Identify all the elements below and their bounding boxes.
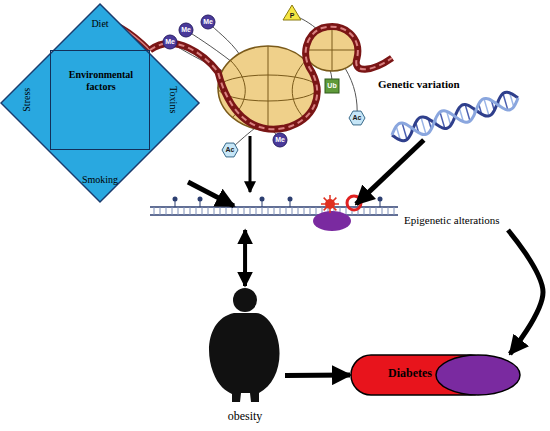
figure-body xyxy=(209,313,280,402)
node-text: Toxins xyxy=(167,75,179,125)
strand-rung xyxy=(316,207,317,215)
strand-rung xyxy=(268,207,269,215)
node-text: Epigenetic alterations xyxy=(404,214,523,227)
methyl-dot xyxy=(260,197,265,202)
histone-mark-label: P xyxy=(280,12,304,20)
dna-strand xyxy=(150,195,398,231)
node-text: Diabetes xyxy=(360,367,460,381)
strand-rung xyxy=(172,207,173,215)
node-outline-shape xyxy=(1,4,199,202)
helix-rung xyxy=(484,99,489,116)
histone-mark-label: Ub xyxy=(320,82,344,90)
strand-rung xyxy=(184,207,185,215)
obesity-node: obesity xyxy=(205,286,285,426)
node-outline-shape xyxy=(436,355,520,395)
methyl-dot xyxy=(378,197,383,202)
helix-strand xyxy=(392,92,518,141)
diabetes-capsule: Diabetes xyxy=(350,354,522,396)
strand-rung xyxy=(304,207,305,215)
influence-arrow xyxy=(356,140,424,204)
dna-helix xyxy=(392,92,518,141)
genetic-node: Genetic variation xyxy=(372,78,520,140)
helix-strand xyxy=(392,98,518,135)
strand-rung xyxy=(298,207,299,215)
sun-marker xyxy=(321,195,339,213)
factor-diamond: DietToxinsSmoking Stress Environmental fac… xyxy=(0,3,200,203)
factor-square: Environmental factors xyxy=(50,50,150,150)
influence-arrow xyxy=(285,373,350,379)
histone-mark-label: Ac xyxy=(345,114,369,122)
node-text: Stress xyxy=(21,75,33,125)
influence-arrow xyxy=(249,136,252,192)
node-text: Diet xyxy=(75,18,125,30)
figure-head xyxy=(233,288,257,312)
node-outline xyxy=(350,354,522,396)
histone-tail xyxy=(345,68,357,118)
strand-rung xyxy=(154,207,155,215)
strand-rung xyxy=(262,207,263,215)
strand-rung xyxy=(376,207,377,215)
node-text: Genetic variation xyxy=(378,78,508,91)
influence-arrow xyxy=(188,182,234,206)
histone-marks xyxy=(163,5,365,157)
strand-rung xyxy=(166,207,167,215)
strand-rung xyxy=(370,207,371,215)
strand-rung xyxy=(364,207,365,215)
strand-rung xyxy=(286,207,287,215)
strand-rung xyxy=(244,207,245,215)
methyl-dot xyxy=(198,197,203,202)
strand-rung xyxy=(178,207,179,215)
strand-rung xyxy=(250,207,251,215)
strand-rung xyxy=(388,207,389,215)
helix-rung xyxy=(421,117,426,134)
histone-mark-label: Me xyxy=(268,136,292,144)
strand-rung xyxy=(190,207,191,215)
influence-arrow xyxy=(243,230,247,286)
strand-rung xyxy=(226,207,227,215)
strand-rung xyxy=(394,207,395,215)
histone-mark-label: Me xyxy=(196,18,220,26)
histone-mark-label: Me xyxy=(158,38,182,46)
strand-rung xyxy=(208,207,209,215)
strand-rung xyxy=(220,207,221,215)
node-text: obesity xyxy=(205,410,285,424)
ring-marker xyxy=(347,196,361,210)
protein-blob xyxy=(313,211,351,231)
strand-rung xyxy=(382,207,383,215)
sun-core xyxy=(325,199,335,209)
node-text: Smoking xyxy=(65,174,135,186)
strand-rung xyxy=(274,207,275,215)
strand-rung xyxy=(256,207,257,215)
strand-rung xyxy=(310,207,311,215)
strand-rung xyxy=(232,207,233,215)
histone-mark-label: Ac xyxy=(218,146,242,154)
methyl-dot xyxy=(173,197,178,202)
strand-rung xyxy=(280,207,281,215)
strand-rung xyxy=(238,207,239,215)
strand-rung xyxy=(214,207,215,215)
influence-arrow xyxy=(508,230,543,354)
strand-rung xyxy=(346,207,347,215)
methyl-dot xyxy=(288,197,293,202)
histone-mark-label: Me xyxy=(174,26,198,34)
strand-rung xyxy=(292,207,293,215)
strand-rung xyxy=(202,207,203,215)
strand-rung xyxy=(196,207,197,215)
epigenetic-node: Epigenetic alterations xyxy=(148,196,523,230)
node-text: Environmental factors xyxy=(63,69,139,92)
strand-rung xyxy=(160,207,161,215)
